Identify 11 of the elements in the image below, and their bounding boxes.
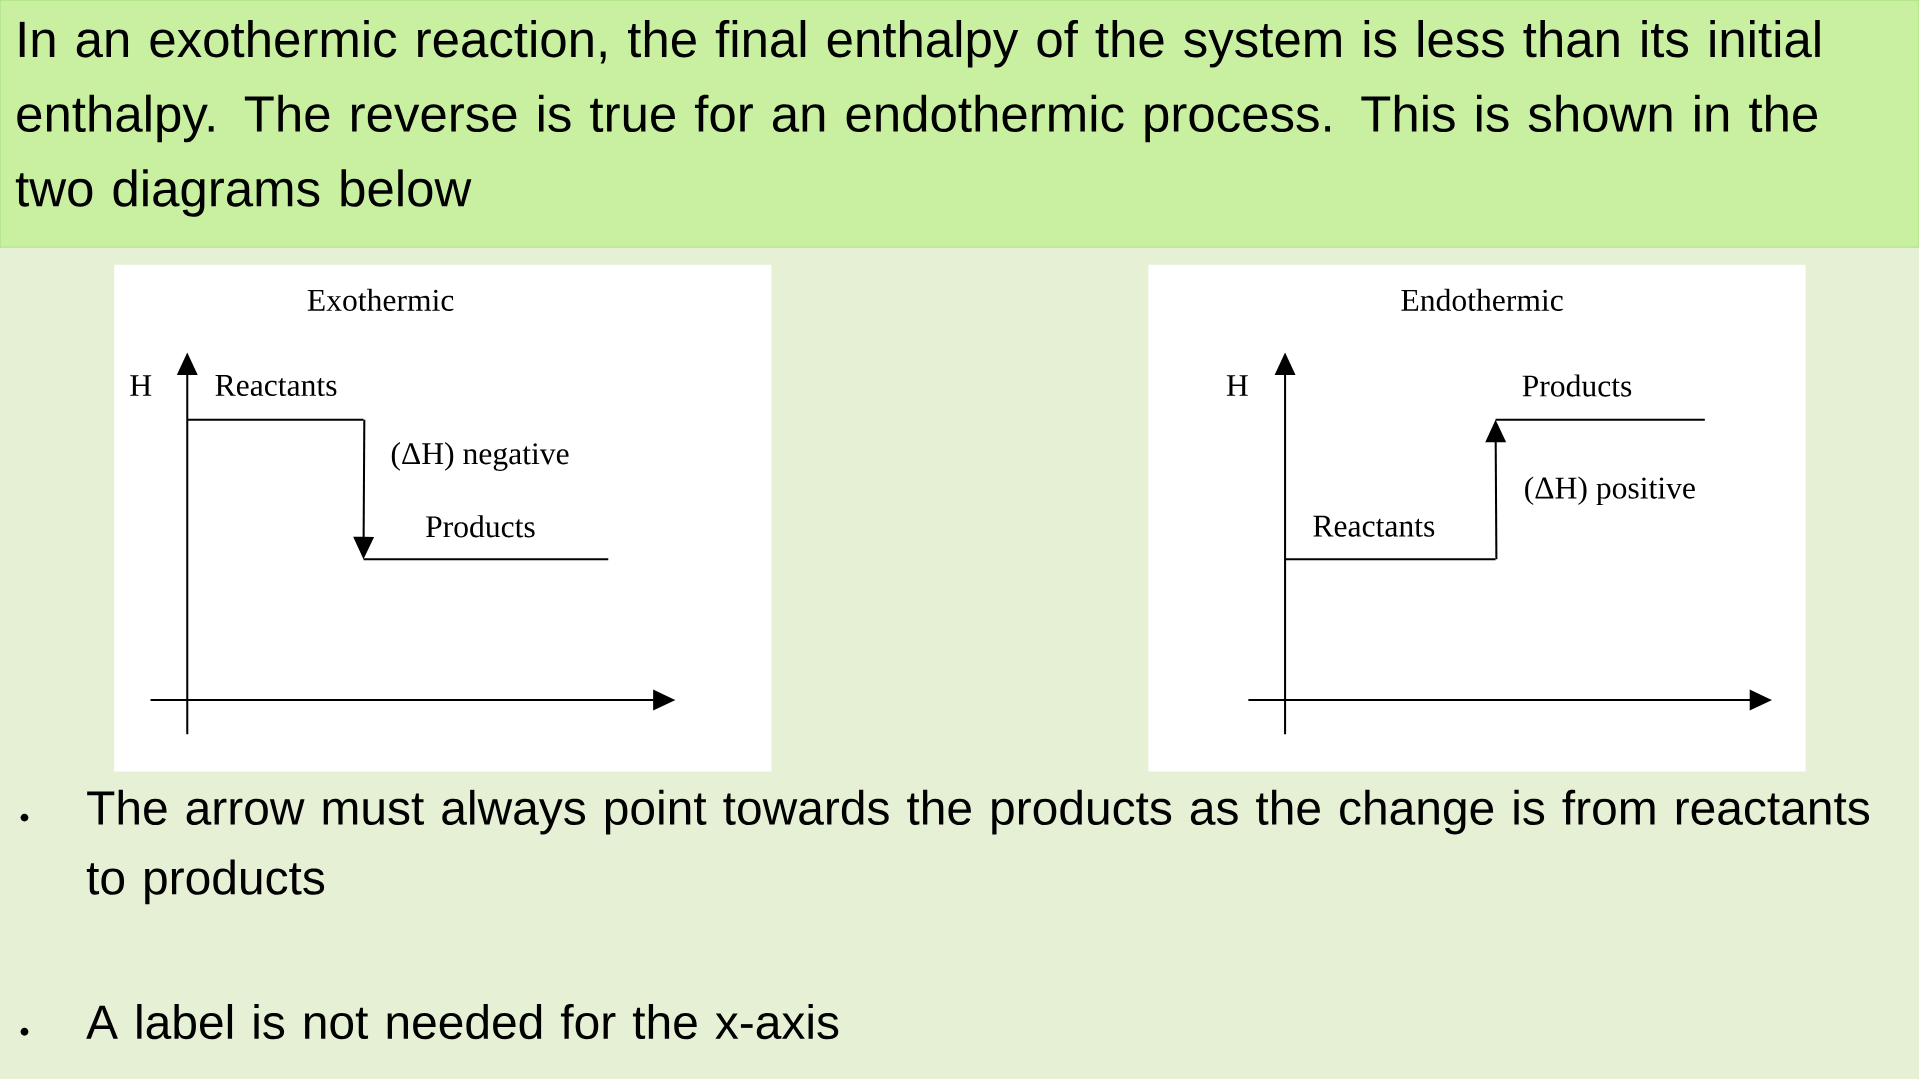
energy-level: Reactants bbox=[187, 374, 364, 421]
axis-label: H bbox=[130, 374, 152, 396]
energy-level: Products bbox=[1495, 374, 1705, 421]
energy-level: Reactants bbox=[1285, 515, 1496, 561]
edge-label: (ΔH) positive bbox=[1521, 474, 1698, 507]
energy-level: Products bbox=[363, 514, 609, 561]
text-banner: In an exothermic reaction, the final enthalpy of the system is less than its initial enthalpy. The reverse is true for an endothermic process. This is shown in the two diagrams below bbox=[0, 0, 1919, 248]
bullet-text: The arrow must always point towards the products as the change is from reactants to products bbox=[86, 789, 1870, 905]
bullet-text: A label is not needed for the x-axis bbox=[86, 1003, 839, 1039]
edge-label: (ΔH) negative bbox=[388, 439, 572, 473]
axis-label: H bbox=[1226, 374, 1248, 396]
